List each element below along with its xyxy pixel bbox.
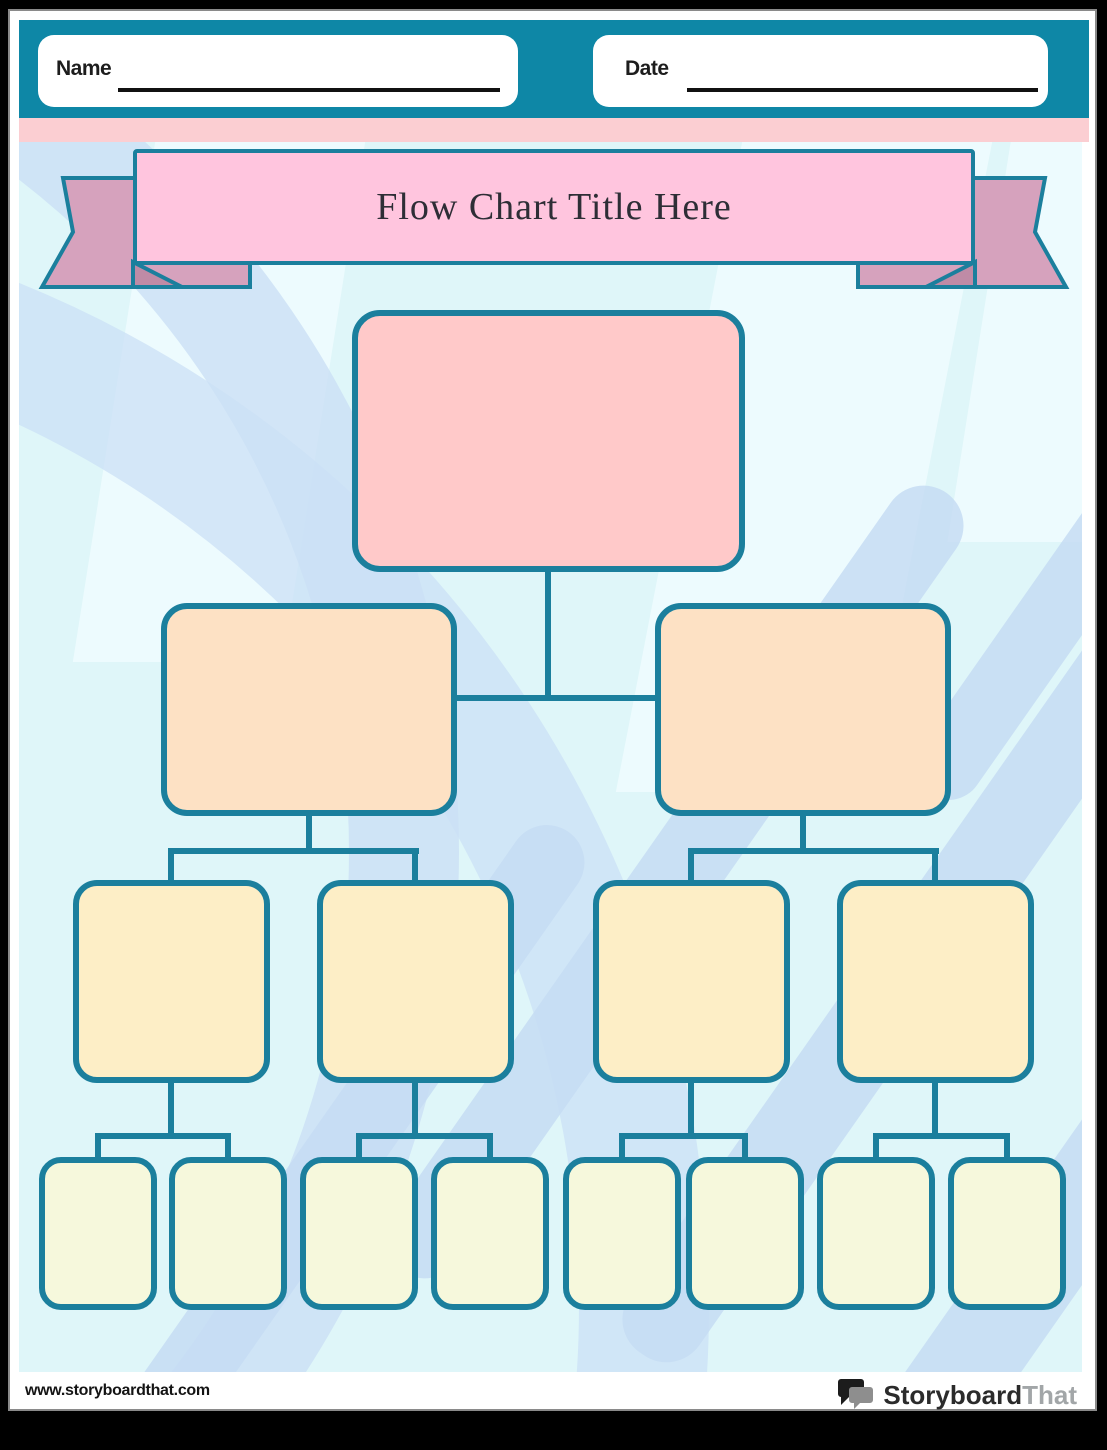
connector-l2a-stub-right	[412, 848, 418, 880]
flow-node-level3-4[interactable]	[837, 880, 1034, 1083]
name-write-line[interactable]	[118, 88, 500, 92]
storyboardthat-logo: StoryboardThat	[838, 1379, 1077, 1411]
connector-l3c-vertical	[688, 1083, 694, 1139]
pink-divider-strip	[19, 118, 1089, 142]
logo-text: StoryboardThat	[883, 1380, 1077, 1411]
connector-root-vertical	[545, 572, 551, 701]
connector-l2a-bar	[168, 848, 419, 854]
flow-node-level4-4[interactable]	[431, 1157, 549, 1310]
connector-l3d-bar	[873, 1133, 1010, 1139]
connector-l2b-bar	[688, 848, 939, 854]
flow-node-level4-2[interactable]	[169, 1157, 287, 1310]
date-write-line[interactable]	[687, 88, 1038, 92]
connector-l4-stub	[225, 1133, 231, 1157]
logo-text-storyboard: Storyboard	[883, 1379, 1023, 1410]
connector-l3b-bar	[356, 1133, 493, 1139]
connector-l3c-bar	[619, 1133, 748, 1139]
website-url: www.storyboardthat.com	[25, 1382, 210, 1399]
date-label: Date	[625, 57, 669, 80]
connector-l3a-vertical	[168, 1083, 174, 1139]
connector-l4-stub	[873, 1133, 879, 1157]
flow-node-level4-3[interactable]	[300, 1157, 418, 1310]
connector-l2b-stub-left	[688, 848, 694, 880]
flow-node-level4-6[interactable]	[686, 1157, 804, 1310]
logo-text-that: That	[1022, 1379, 1077, 1410]
flow-node-level2-1[interactable]	[161, 603, 457, 816]
name-field[interactable]: Name	[38, 35, 518, 107]
connector-l2b-vertical	[800, 816, 806, 854]
ribbon-fold-left	[131, 258, 183, 289]
speech-bubbles-icon	[838, 1379, 874, 1409]
flow-node-level3-1[interactable]	[73, 880, 270, 1083]
date-field[interactable]: Date	[593, 35, 1048, 107]
flow-node-level4-8[interactable]	[948, 1157, 1066, 1310]
header-band: Name Date	[19, 20, 1089, 118]
connector-l3b-vertical	[412, 1083, 418, 1139]
flow-node-level3-3[interactable]	[593, 880, 790, 1083]
connector-l2b-stub-right	[932, 848, 938, 880]
flow-node-level2-2[interactable]	[655, 603, 951, 816]
connector-l4-stub	[356, 1133, 362, 1157]
flow-node-level4-5[interactable]	[563, 1157, 681, 1310]
ribbon-fold-right	[925, 258, 977, 289]
connector-l3a-bar	[95, 1133, 231, 1139]
title-ribbon-banner	[38, 149, 1070, 289]
flow-node-root[interactable]	[352, 310, 745, 572]
connector-l4-stub	[742, 1133, 748, 1157]
connector-l4-stub	[619, 1133, 625, 1157]
connector-l3d-vertical	[932, 1083, 938, 1139]
banner-plate	[133, 149, 975, 265]
worksheet-page: Name Date Flow Chart Title Here	[8, 9, 1097, 1411]
name-label: Name	[56, 57, 112, 80]
connector-root-horizontal	[457, 695, 655, 701]
flow-node-level4-7[interactable]	[817, 1157, 935, 1310]
flow-node-level3-2[interactable]	[317, 880, 514, 1083]
flow-chart-title[interactable]: Flow Chart Title Here	[376, 186, 732, 228]
connector-l2a-vertical	[306, 816, 312, 854]
connector-l4-stub	[1004, 1133, 1010, 1157]
connector-l2a-stub-left	[168, 848, 174, 880]
connector-l4-stub	[95, 1133, 101, 1157]
connector-l4-stub	[487, 1133, 493, 1157]
flow-node-level4-1[interactable]	[39, 1157, 157, 1310]
